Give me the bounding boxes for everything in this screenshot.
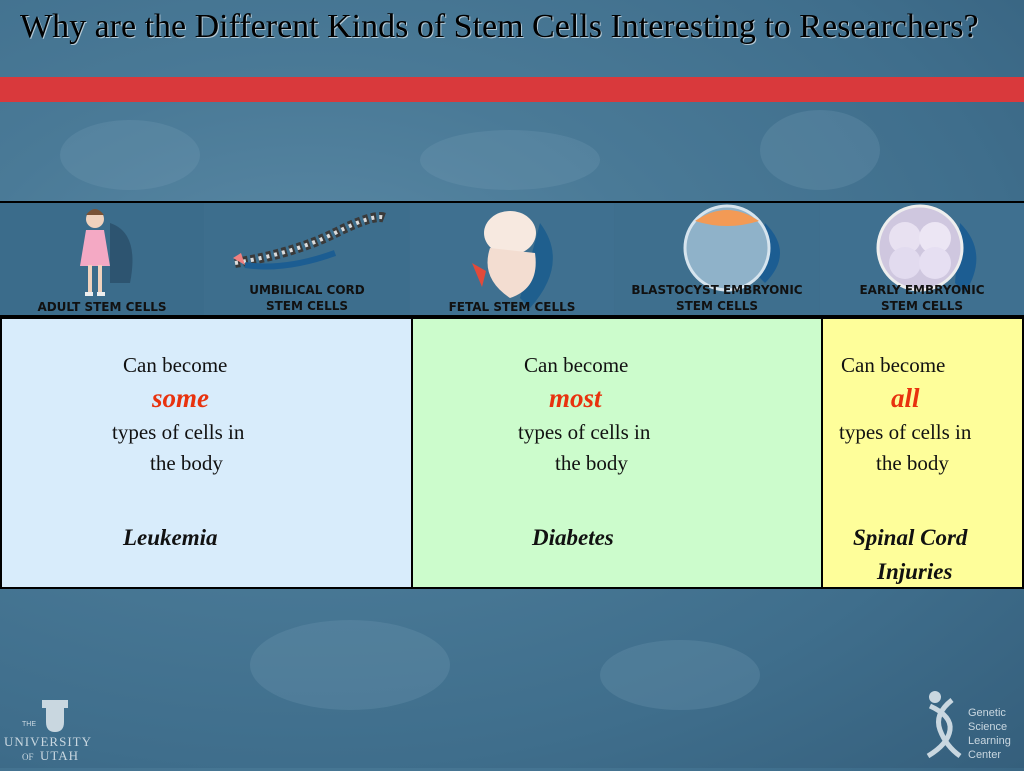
disease-text: Injuries bbox=[877, 559, 953, 584]
panel-label: ADULT STEM CELLS bbox=[37, 300, 167, 314]
types-of-cells-text: types of cells in bbox=[518, 420, 651, 444]
university-of-utah-logo: THE UNIVERSITY OF UTAH bbox=[4, 700, 100, 764]
panel-umbilical-cord-stem-cells: UMBILICAL CORD STEM CELLS bbox=[205, 203, 409, 315]
background-blob bbox=[60, 120, 200, 190]
early-embryo-icon bbox=[820, 203, 1024, 315]
panel-fetal-stem-cells: FETAL STEM CELLS bbox=[410, 203, 614, 315]
background-blob bbox=[760, 110, 880, 190]
logo-learning-text: Learning bbox=[968, 735, 1011, 747]
panel-label: STEM CELLS bbox=[265, 299, 349, 313]
dna-figure-icon: Genetic Science Learning Center bbox=[926, 691, 1011, 761]
logo-university-text: UNIVERSITY bbox=[4, 734, 92, 749]
logo-science-text: Science bbox=[968, 721, 1007, 733]
fetus-icon bbox=[410, 203, 614, 315]
types-of-cells-text: types of cells in bbox=[839, 420, 972, 444]
disease-text: Leukemia bbox=[123, 525, 218, 550]
panel-early-embryonic-stem-cells: EARLY EMBRYONIC STEM CELLS bbox=[820, 203, 1024, 315]
logo-genetic-text: Genetic bbox=[968, 707, 1006, 719]
keyword-text: some bbox=[152, 383, 209, 413]
background-blob bbox=[250, 620, 450, 710]
keyword-text: all bbox=[891, 383, 920, 413]
can-become-text: Can become bbox=[123, 353, 228, 377]
panel-adult-stem-cells: ADULT STEM CELLS bbox=[0, 203, 204, 315]
types-of-cells-text: types of cells in bbox=[112, 420, 245, 444]
keyword-text: most bbox=[549, 383, 602, 413]
panel-label: STEM CELLS bbox=[880, 299, 964, 313]
disease-text: Diabetes bbox=[532, 525, 614, 550]
logo-of-text: OF bbox=[22, 752, 34, 762]
umbilical-cord-icon bbox=[205, 203, 409, 315]
background-blob bbox=[420, 130, 600, 190]
slide-title: Why are the Different Kinds of Stem Cell… bbox=[20, 8, 979, 45]
logo-center-text: Center bbox=[968, 749, 1001, 761]
can-become-text: Can become bbox=[524, 353, 629, 377]
blastocyst-icon bbox=[615, 203, 819, 315]
the-body-text: the body bbox=[555, 451, 628, 475]
panel-label: FETAL STEM CELLS bbox=[448, 300, 576, 314]
stem-cell-image-strip: ADULT STEM CELLS UMBILICAL CORD STEM CEL… bbox=[0, 201, 1024, 317]
logo-the-text: THE bbox=[22, 721, 36, 728]
logo-utah-text: UTAH bbox=[40, 748, 79, 763]
can-become-text: Can become bbox=[841, 353, 946, 377]
column-some: Can become some types of cells in the bo… bbox=[0, 317, 413, 589]
the-body-text: the body bbox=[150, 451, 223, 475]
disease-text: Spinal Cord bbox=[853, 525, 968, 550]
genetic-science-learning-center-logo: Genetic Science Learning Center bbox=[922, 688, 1022, 766]
panel-label: BLASTOCYST EMBRYONIC bbox=[631, 283, 803, 297]
the-body-text: the body bbox=[876, 451, 949, 475]
panel-blastocyst-embryonic-stem-cells: BLASTOCYST EMBRYONIC STEM CELLS bbox=[615, 203, 819, 315]
panel-label: EARLY EMBRYONIC bbox=[859, 283, 985, 297]
column-all: Can become all types of cells in the bod… bbox=[821, 317, 1024, 589]
title-underline-bar bbox=[0, 77, 1024, 102]
stem-cell-comparison-table: Can become some types of cells in the bo… bbox=[0, 317, 1024, 589]
column-most: Can become most types of cells in the bo… bbox=[411, 317, 823, 589]
girl-illustration-icon bbox=[0, 203, 204, 315]
panel-label: UMBILICAL CORD bbox=[249, 283, 365, 297]
u-logo-icon: THE UNIVERSITY OF UTAH bbox=[4, 700, 92, 763]
background-blob bbox=[600, 640, 760, 710]
panel-label: STEM CELLS bbox=[675, 299, 759, 313]
